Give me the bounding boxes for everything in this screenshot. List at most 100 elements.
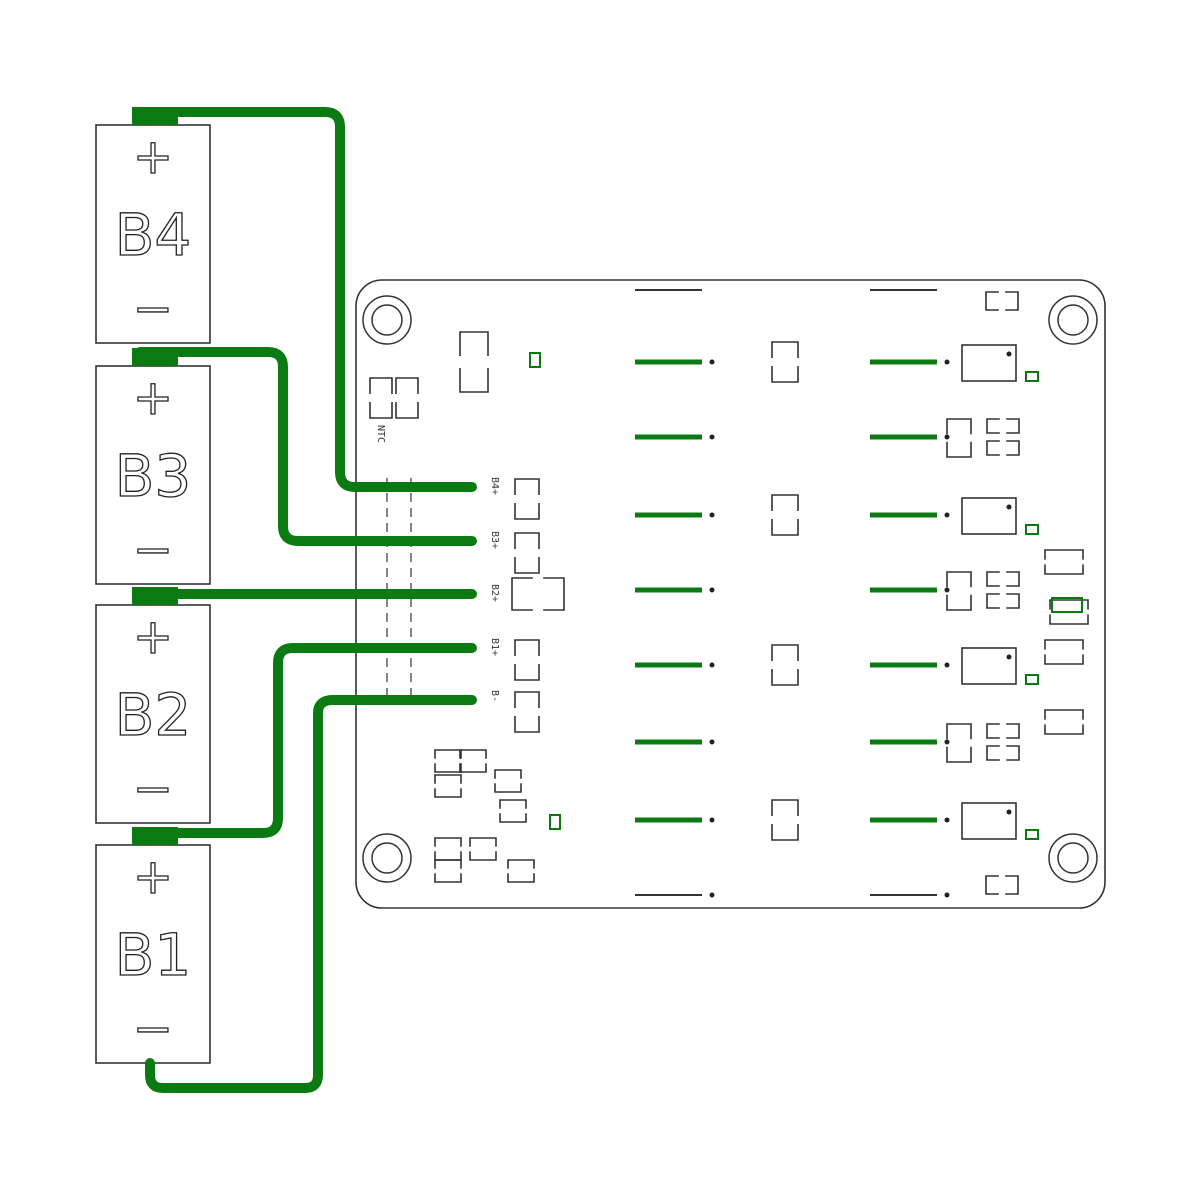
smd-footprint <box>434 859 462 883</box>
plus-sign: + <box>133 370 173 426</box>
pad-label: B1+ <box>489 638 500 656</box>
smd-footprint <box>1044 549 1084 575</box>
mounting-hole-icon <box>362 295 412 345</box>
smd-footprint <box>986 593 1020 609</box>
smd-footprint <box>514 691 540 733</box>
smd-footprint <box>1044 709 1084 735</box>
battery-label: B2 <box>115 681 192 749</box>
battery-label: B4 <box>115 201 192 269</box>
pin1-dot <box>944 662 950 668</box>
pin1-dot <box>709 587 715 593</box>
pin1-dot <box>944 512 950 518</box>
pin1-dot <box>709 817 715 823</box>
pad-label: B- <box>489 690 500 702</box>
small-pad <box>1025 829 1039 840</box>
smd-footprint <box>514 532 540 574</box>
smd-footprint <box>459 749 487 773</box>
smd-footprint <box>986 440 1020 456</box>
smd-footprint <box>469 837 497 861</box>
mounting-hole-icon <box>1048 295 1098 345</box>
smd-footprint <box>1049 599 1089 625</box>
pin1-dot <box>709 662 715 668</box>
smd-footprint <box>771 799 799 841</box>
ic-footprint <box>961 344 1017 382</box>
plus-sign: + <box>133 609 173 665</box>
wire-b1-plus <box>135 643 477 838</box>
mounting-hole-icon <box>1048 833 1098 883</box>
battery-b3: +B3− <box>95 348 211 585</box>
pad-label: B4+ <box>489 477 500 495</box>
small-pad <box>1025 524 1039 535</box>
smd-footprint <box>771 644 799 686</box>
pin1-dot <box>709 359 715 365</box>
pin1-dot <box>1006 654 1012 660</box>
smd-footprint <box>985 875 1019 895</box>
pad-label: B3+ <box>489 531 500 549</box>
minus-sign: − <box>133 281 173 337</box>
smd-footprint <box>986 745 1020 761</box>
smd-footprint <box>946 723 972 763</box>
mounting-holes <box>362 295 1098 883</box>
battery-b2: + B2 − <box>95 587 211 824</box>
plus-sign: + <box>133 129 173 185</box>
pin1-dot <box>944 739 950 745</box>
pin1-dot <box>944 434 950 440</box>
smd-footprint <box>985 291 1019 311</box>
minus-sign: − <box>133 1001 173 1057</box>
smd-footprint <box>514 639 540 681</box>
ic-footprint <box>961 497 1017 535</box>
smd-footprint <box>434 749 462 773</box>
smd-footprint <box>946 418 972 458</box>
battery-cell <box>95 124 211 344</box>
pin1-dot <box>944 359 950 365</box>
small-pad <box>1025 371 1039 382</box>
smd-footprint <box>946 571 972 611</box>
smd-footprint <box>494 769 522 793</box>
pin1-dot <box>944 587 950 593</box>
smd-footprint <box>507 859 535 883</box>
smd-footprint <box>514 478 540 520</box>
ic-footprint <box>961 802 1017 840</box>
minus-sign: − <box>133 522 173 578</box>
pad-label: B2+ <box>489 584 500 602</box>
mounting-hole-icon <box>362 833 412 883</box>
pin1-dot <box>1006 351 1012 357</box>
wire-b4-plus <box>135 107 477 492</box>
pin1-dot <box>944 892 950 898</box>
smd-footprint <box>986 418 1020 434</box>
small-pad <box>1025 674 1039 685</box>
pin1-dot <box>944 817 950 823</box>
battery-label: B1 <box>115 921 192 989</box>
pin1-dot <box>709 892 715 898</box>
pin1-dot <box>709 739 715 745</box>
pin1-dot <box>1006 809 1012 815</box>
smd-footprint <box>395 377 419 419</box>
led-footprint <box>529 352 541 368</box>
smd-footprint <box>986 571 1020 587</box>
smd-footprint <box>499 799 527 823</box>
battery-cell <box>95 604 211 824</box>
ic-footprint <box>961 647 1017 685</box>
smd-footprint <box>459 331 489 393</box>
smd-footprint <box>511 577 565 611</box>
pin1-dot <box>1006 504 1012 510</box>
wire-b-minus <box>145 695 477 1093</box>
smd-footprint <box>369 377 393 419</box>
ntc-label: NTC <box>375 425 386 443</box>
smd-footprint <box>434 774 462 798</box>
battery-cell <box>95 365 211 585</box>
wire-b3-plus <box>135 347 477 546</box>
plus-sign: + <box>133 849 173 905</box>
minus-sign: − <box>133 761 173 817</box>
battery-b1: + B1 − <box>95 827 211 1064</box>
smd-components <box>369 289 1089 898</box>
smd-footprint <box>986 723 1020 739</box>
wires <box>135 107 477 1093</box>
smd-footprint <box>771 494 799 536</box>
smd-footprint <box>771 341 799 383</box>
battery-b4: + B4 − <box>95 107 211 344</box>
pin1-dot <box>709 512 715 518</box>
pin1-dot <box>709 434 715 440</box>
small-pad <box>549 814 561 830</box>
